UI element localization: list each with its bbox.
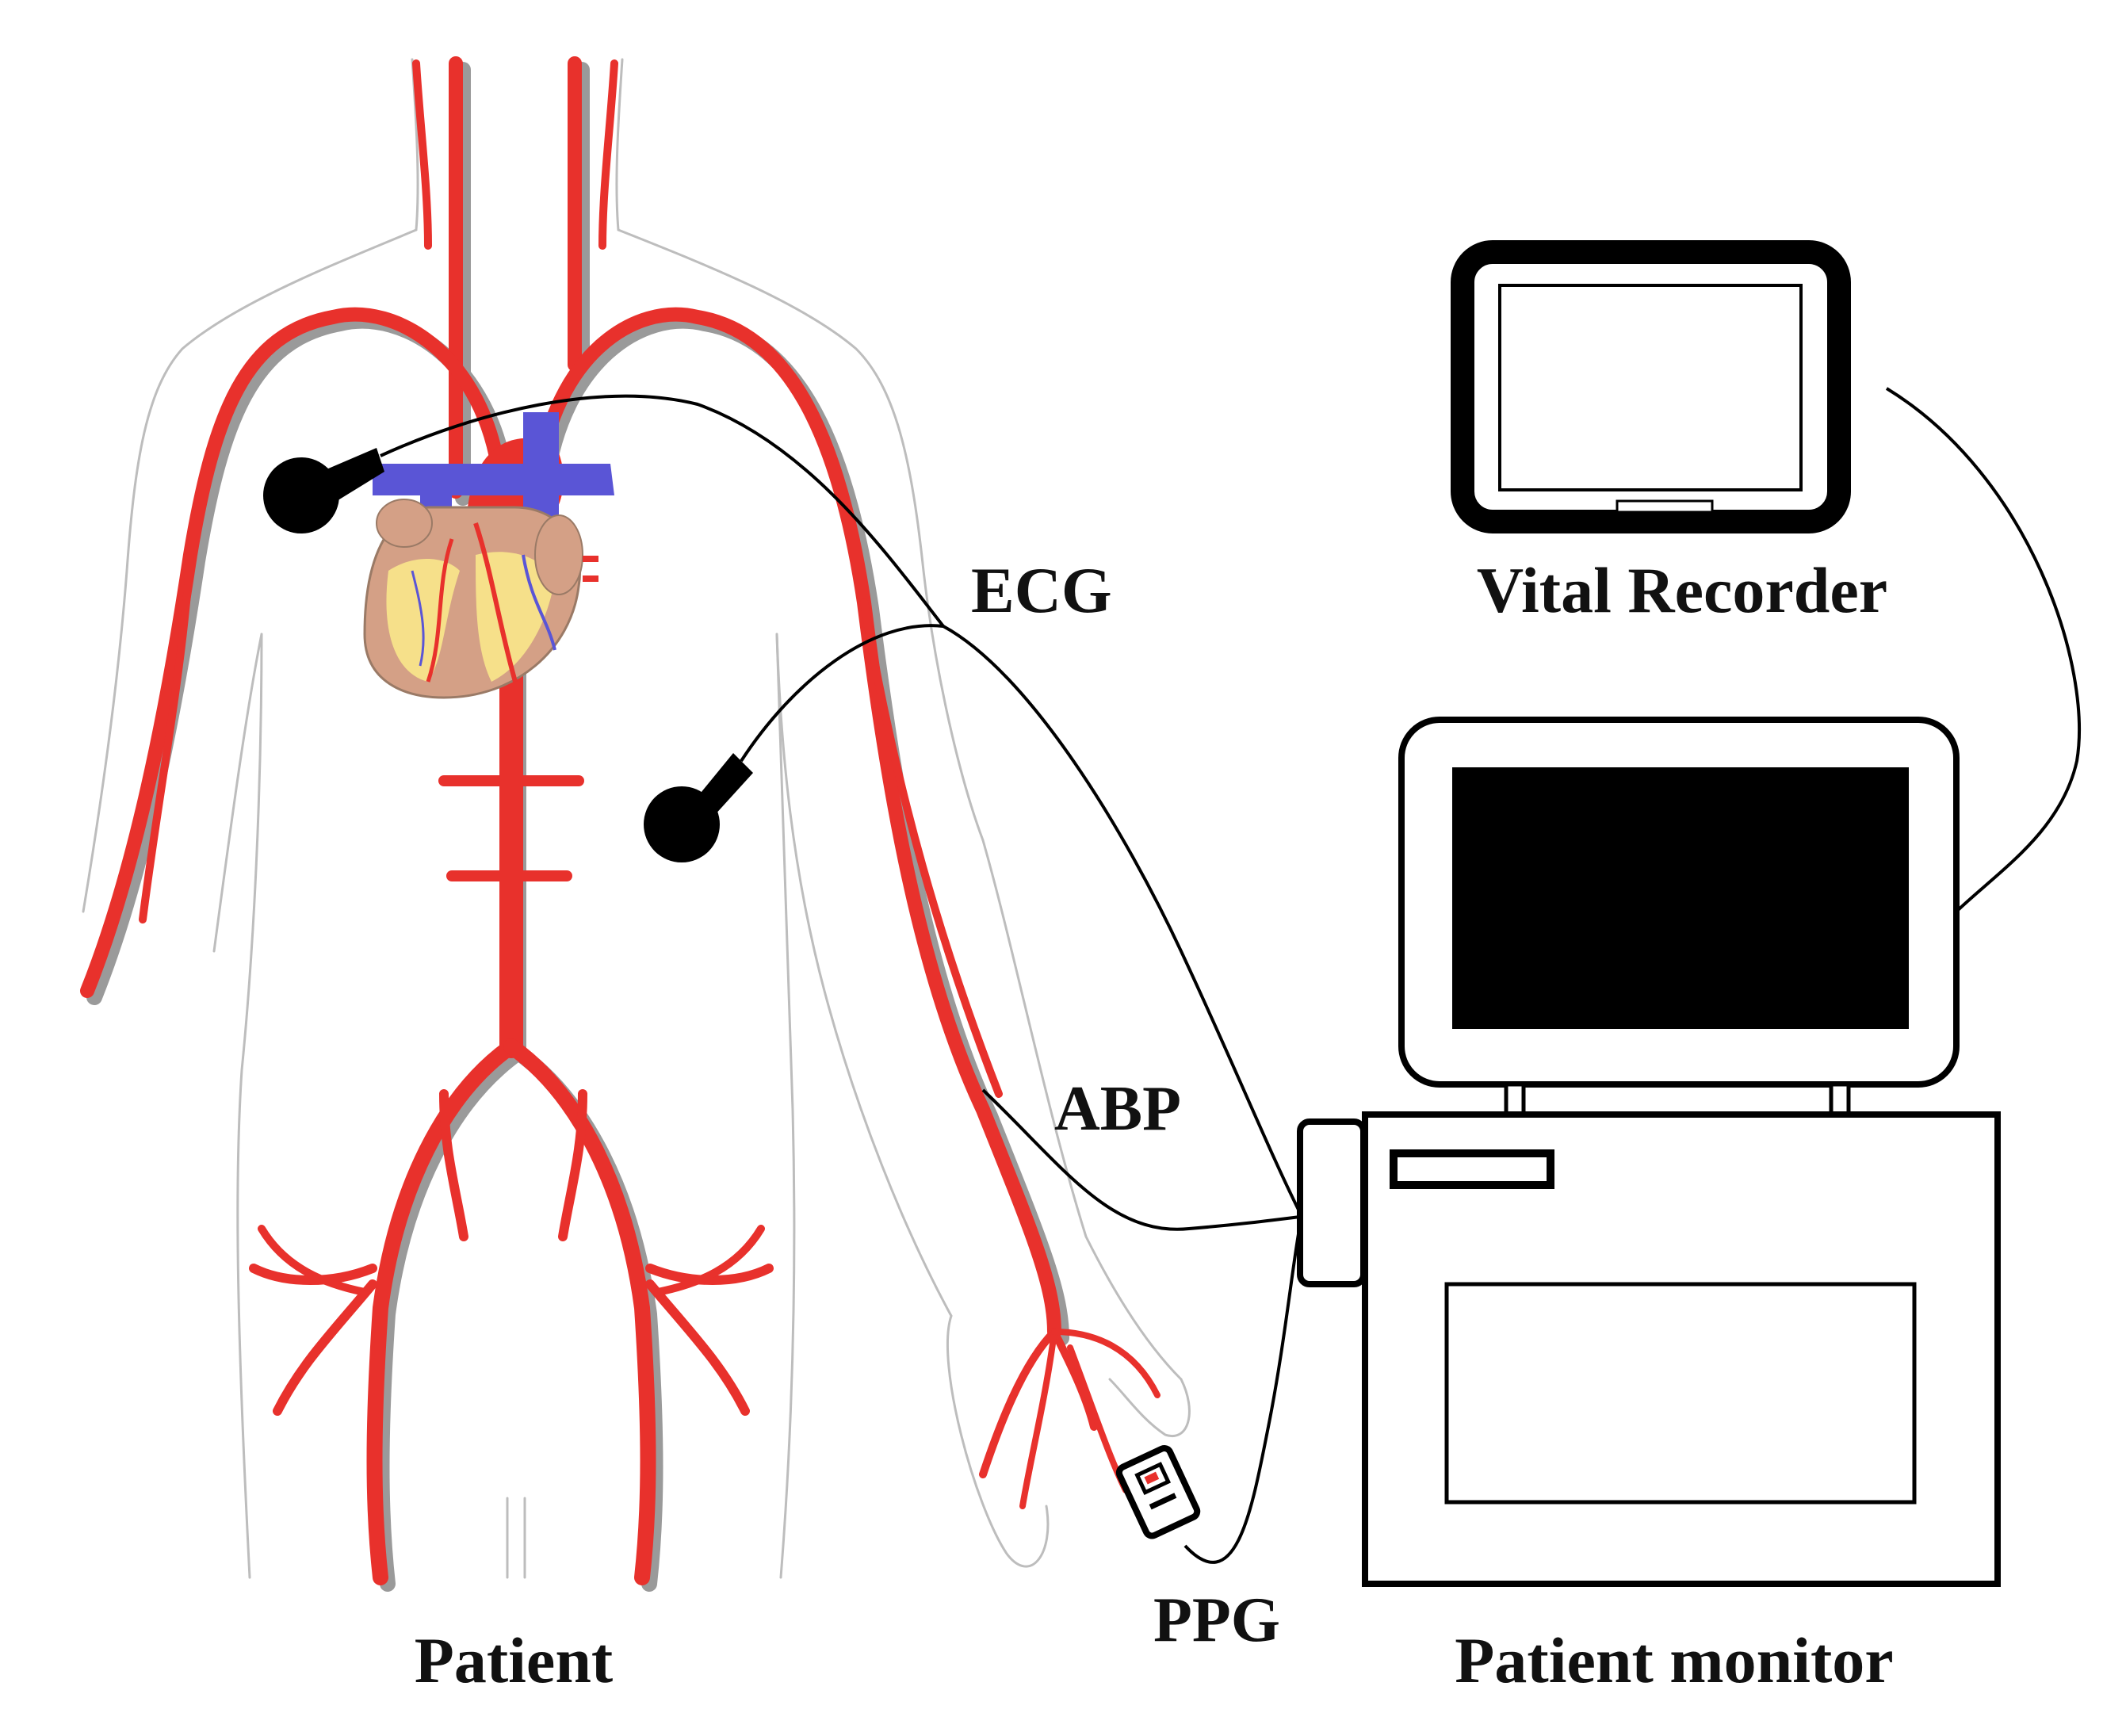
ecg-lead-cables (380, 394, 1302, 1214)
tablet-icon (1451, 240, 1851, 533)
patient-monitor-label: Patient monitor (1455, 1624, 1893, 1696)
ecg-electrode-lower (644, 753, 753, 862)
artery-network (80, 56, 1161, 1585)
ppg-label: PPG (1153, 1585, 1280, 1655)
patient-monitor-icon (1297, 717, 2001, 1587)
abp-label: ABP (1054, 1074, 1181, 1144)
heart-icon (363, 412, 614, 699)
patient-body-outline (82, 58, 1191, 1579)
vital-recorder-label: Vital Recorder (1477, 554, 1887, 626)
recorder-to-monitor-cable (1885, 387, 2081, 913)
pulse-oximeter-clip-icon (1115, 1445, 1201, 1539)
ecg-electrode-upper (263, 448, 384, 533)
ppg-cable (1183, 1224, 1302, 1564)
abp-cable (981, 1088, 1301, 1231)
patient-label: Patient (415, 1624, 613, 1696)
ecg-label: ECG (971, 554, 1112, 626)
